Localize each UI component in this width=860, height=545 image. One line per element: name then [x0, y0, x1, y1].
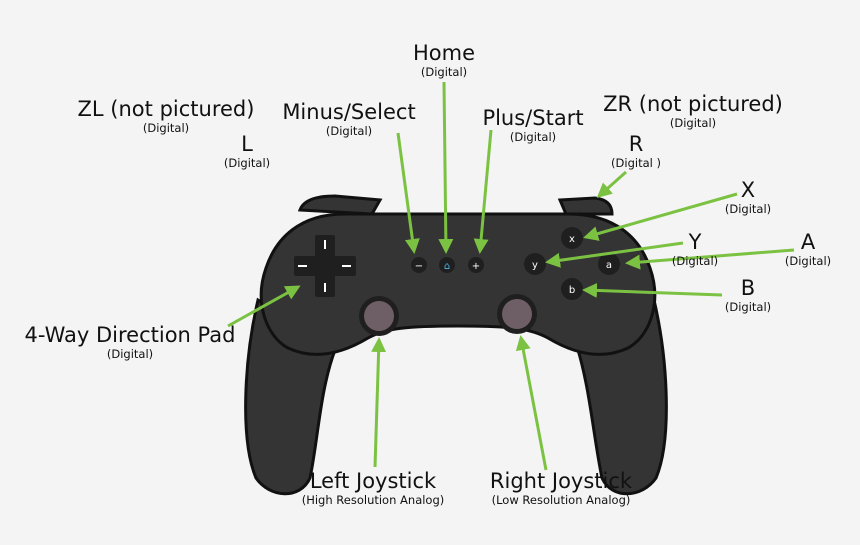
label-x: X (Digital): [722, 178, 774, 216]
label-minus-title: Minus/Select: [280, 100, 418, 124]
home-arrow: [444, 82, 446, 251]
b-button: b: [561, 278, 583, 300]
label-plus-sub: (Digital): [478, 130, 588, 144]
label-plus-title: Plus/Start: [478, 106, 588, 130]
label-zr: ZR (not pictured) (Digital): [600, 92, 786, 130]
label-r: R (Digital ): [602, 132, 670, 170]
label-home: Home (Digital): [404, 41, 484, 79]
home-button: ⌂: [439, 257, 455, 273]
plus-button-glyph: +: [472, 261, 480, 272]
label-x-title: X: [722, 178, 774, 202]
label-zr-title: ZR (not pictured): [600, 92, 786, 116]
right-joystick-arrow: [521, 338, 546, 470]
a-button: a: [598, 253, 620, 275]
r-arrow: [599, 172, 626, 196]
label-left-joystick-sub: (High Resolution Analog): [290, 493, 456, 507]
label-r-sub: (Digital ): [602, 156, 670, 170]
label-y-sub: (Digital): [668, 254, 722, 268]
label-zr-sub: (Digital): [600, 116, 786, 130]
label-dpad-title: 4-Way Direction Pad: [24, 323, 236, 347]
label-b-sub: (Digital): [722, 300, 774, 314]
label-a-title: A: [782, 230, 834, 254]
label-left-joystick: Left Joystick (High Resolution Analog): [290, 469, 456, 507]
label-l: L (Digital): [216, 132, 278, 170]
x-button-glyph: x: [569, 234, 575, 245]
label-l-title: L: [216, 132, 278, 156]
left-shoulder-button: [300, 196, 380, 214]
plus-button: +: [468, 257, 484, 273]
label-right-joystick-title: Right Joystick: [478, 469, 644, 493]
label-minus-sub: (Digital): [280, 124, 418, 138]
x-button: x: [561, 227, 583, 249]
y-button: y: [524, 253, 546, 275]
label-b-title: B: [722, 276, 774, 300]
label-b: B (Digital): [722, 276, 774, 314]
minus-button: −: [411, 257, 427, 273]
label-a-sub: (Digital): [782, 254, 834, 268]
label-right-joystick-sub: (Low Resolution Analog): [478, 493, 644, 507]
label-plus: Plus/Start (Digital): [478, 106, 588, 144]
label-left-joystick-title: Left Joystick: [290, 469, 456, 493]
label-dpad-sub: (Digital): [24, 347, 236, 361]
right-joystick: [497, 294, 537, 334]
right-shoulder-button: [560, 198, 612, 214]
label-r-title: R: [602, 132, 670, 156]
label-home-title: Home: [404, 41, 484, 65]
left-joystick: [359, 296, 399, 336]
label-dpad: 4-Way Direction Pad (Digital): [24, 323, 236, 361]
y-button-glyph: y: [532, 260, 538, 271]
label-right-joystick: Right Joystick (Low Resolution Analog): [478, 469, 644, 507]
label-zl-title: ZL (not pictured): [76, 97, 256, 121]
label-zl: ZL (not pictured) (Digital): [76, 97, 256, 135]
label-y: Y (Digital): [668, 230, 722, 268]
label-x-sub: (Digital): [722, 202, 774, 216]
label-a: A (Digital): [782, 230, 834, 268]
left-joystick-arrow: [375, 340, 379, 467]
label-y-title: Y: [668, 230, 722, 254]
minus-button-glyph: −: [415, 261, 423, 272]
home-icon: ⌂: [444, 261, 450, 272]
a-button-glyph: a: [606, 260, 612, 271]
label-l-sub: (Digital): [216, 156, 278, 170]
label-minus: Minus/Select (Digital): [280, 100, 418, 138]
label-home-sub: (Digital): [404, 65, 484, 79]
b-button-glyph: b: [569, 285, 575, 296]
